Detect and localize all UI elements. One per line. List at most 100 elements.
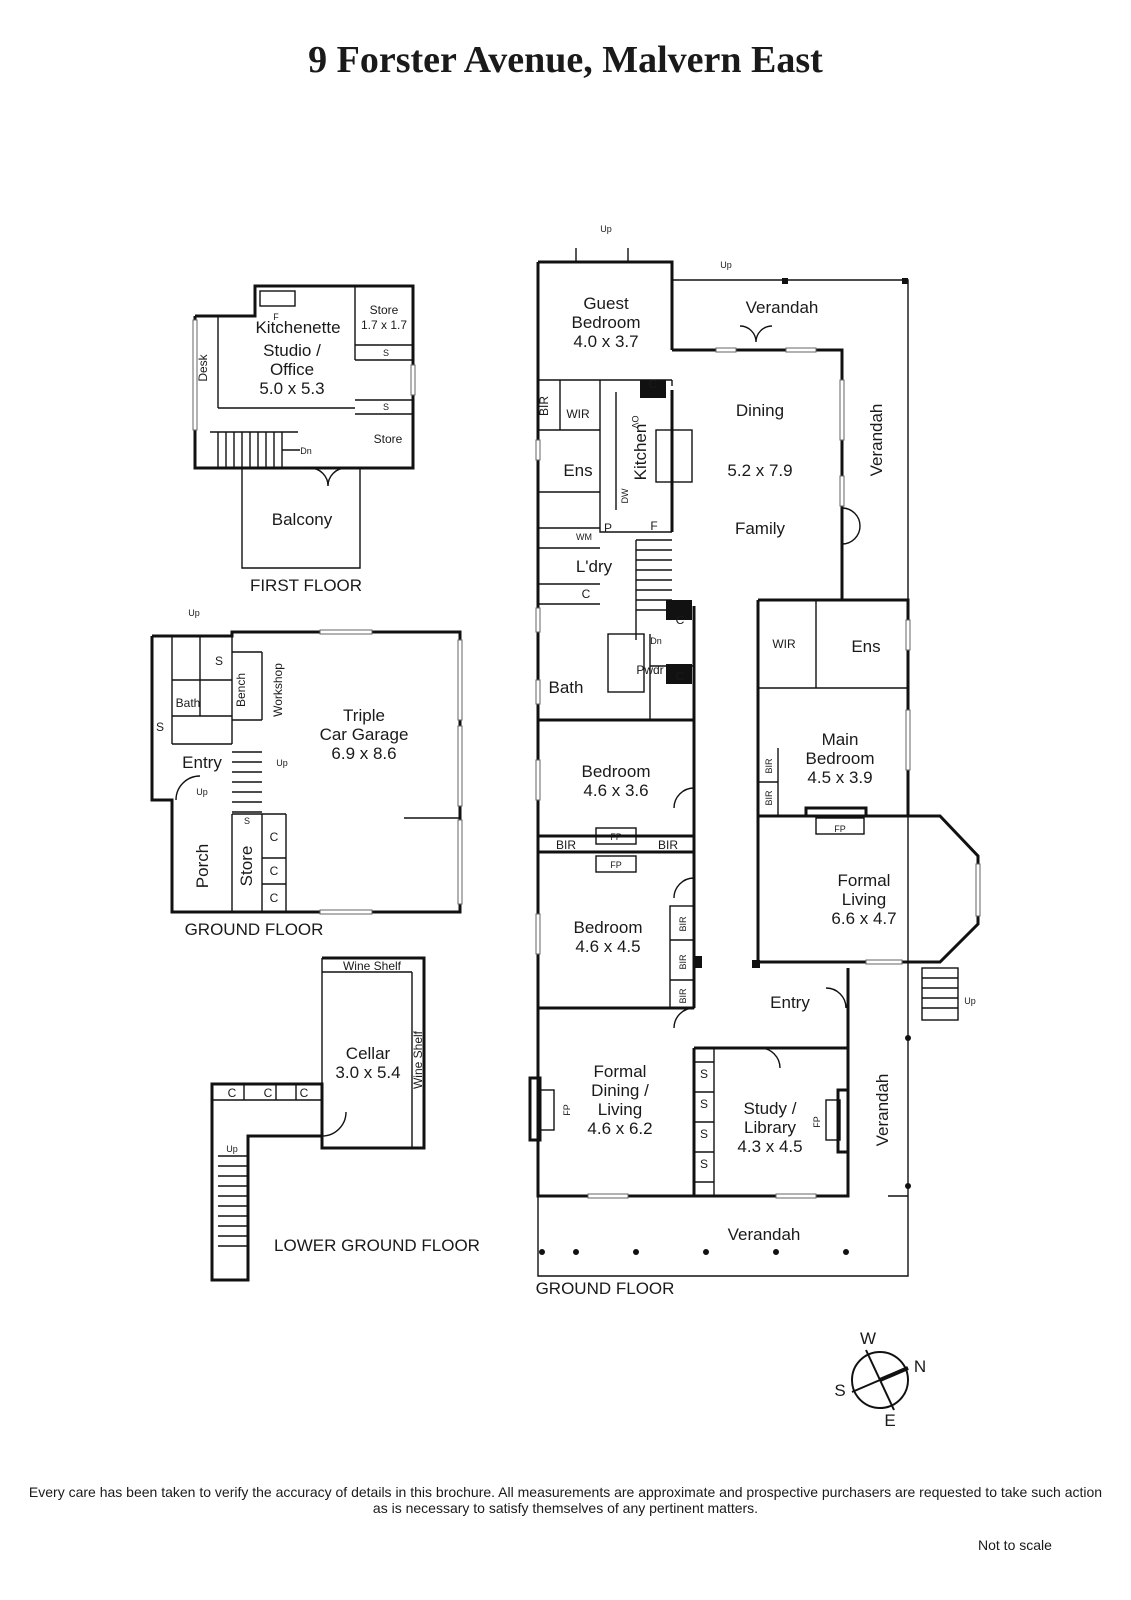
stair-down-label-main: Dn [650, 636, 662, 646]
hall-cupboard-label: C [676, 613, 685, 627]
guest-bedroom-label-2: Bedroom [572, 313, 641, 332]
verandah-up-label: Up [720, 260, 732, 270]
disclaimer: Every care has been taken to verify the … [28, 1484, 1103, 1516]
ens-label: Ens [563, 461, 592, 480]
verandah-label-3: Verandah [873, 1074, 892, 1147]
bedroom-1-size: 4.6 x 3.6 [583, 781, 648, 800]
formal-dining-label-2: Dining / [591, 1081, 649, 1100]
fireplace-label: FP [610, 832, 622, 842]
study-size: 4.3 x 4.5 [737, 1137, 802, 1156]
scale-note: Not to scale [978, 1537, 1052, 1553]
formal-living-label: Formal [838, 871, 891, 890]
kitchenette-label: Kitchenette [255, 318, 340, 337]
fireplace-label-4: FP [562, 1104, 572, 1116]
dishwasher-label: DW [620, 488, 630, 503]
shelf-label: S [383, 348, 389, 358]
garage-size: 6.9 x 8.6 [331, 744, 396, 763]
study-label-2: Library [744, 1118, 796, 1137]
verandah-label-2: Verandah [867, 404, 886, 477]
garage-up-label: Up [188, 608, 200, 618]
garage-shelf-label-3: S [244, 816, 250, 826]
bedroom-2-bir-label-3: BIR [678, 988, 688, 1004]
main-bir-label-2: BIR [764, 790, 774, 806]
cellar-cupboard-label: C [228, 1086, 237, 1100]
pwdr-label: Pwdr [636, 663, 663, 677]
study-shelf-label: S [700, 1067, 708, 1081]
bedroom-2-label: Bedroom [574, 918, 643, 937]
studio-label-2: Office [270, 360, 314, 379]
fireplace-label-3: FP [834, 824, 846, 834]
garage-shelf-label: S [215, 654, 223, 668]
cellar-up-label: Up [226, 1144, 238, 1154]
study-shelf-label-3: S [700, 1127, 708, 1141]
cellar-size: 3.0 x 5.4 [335, 1063, 400, 1082]
laundry-label: L'dry [576, 557, 613, 576]
verandah-label: Verandah [746, 298, 819, 317]
lower-floor-plan: Wine Shelf Wine Shelf Cellar 3.0 x 5.4 C… [210, 956, 480, 1282]
cellar-cupboard-label-2: C [264, 1086, 273, 1100]
shelf-label-2: S [383, 402, 389, 412]
bedroom-bir-label-2: BIR [658, 838, 678, 852]
page-title: 9 Forster Avenue, Malvern East [308, 39, 823, 81]
stair-down-label: Dn [300, 446, 312, 456]
main-up-label: Up [600, 224, 612, 234]
formal-living-size: 6.6 x 4.7 [831, 909, 896, 928]
garage-porch-up-label: Up [196, 787, 208, 797]
formal-living-label-2: Living [842, 890, 886, 909]
garage-label: Triple [343, 706, 385, 725]
studio-size: 5.0 x 5.3 [259, 379, 324, 398]
studio-label: Studio / [263, 341, 321, 360]
fireplace-label-2: FP [610, 860, 622, 870]
compass: W N S E [834, 1329, 926, 1430]
garage-label-2: Car Garage [320, 725, 409, 744]
main-ens-label: Ens [851, 637, 880, 656]
formal-dining-label: Formal [594, 1062, 647, 1081]
wir-label: WIR [566, 407, 590, 421]
garage-cupboard-label: C [270, 830, 279, 844]
garage-cupboard-label-3: C [270, 891, 279, 905]
first-floor-plan: Kitchenette Studio / Office 5.0 x 5.3 St… [192, 284, 416, 595]
dining-label: Dining [736, 401, 784, 420]
desk-label: Desk [196, 353, 210, 381]
study-label: Study / [744, 1099, 797, 1118]
store-size: 1.7 x 1.7 [361, 318, 407, 332]
bench-label: Bench [234, 673, 248, 707]
cellar-label: Cellar [346, 1044, 391, 1063]
laundry-cupboard-label: C [582, 587, 591, 601]
garage-floor-title: GROUND FLOOR [185, 920, 324, 939]
pantry-label: P [604, 521, 612, 535]
bedroom-2-bir-label: BIR [678, 916, 688, 932]
cellar-cupboard-label-3: C [300, 1086, 309, 1100]
compass-north: N [914, 1357, 926, 1376]
porch-label: Porch [193, 844, 212, 888]
oven-label: OV [630, 415, 640, 428]
main-bedroom-label-2: Bedroom [806, 749, 875, 768]
fridge-label: F [273, 312, 279, 322]
cupboard-label: C [649, 377, 658, 391]
main-floor-plan: Up Up Guest Bedroom 4.0 x 3.7 Verandah V… [528, 224, 981, 1298]
formal-dining-size: 4.6 x 6.2 [587, 1119, 652, 1138]
compass-south: S [834, 1381, 845, 1400]
verandah-label-4: Verandah [728, 1225, 801, 1244]
balcony-label: Balcony [272, 510, 333, 529]
garage-bath-label: Bath [176, 696, 201, 710]
wine-shelf-label: Wine Shelf [343, 959, 402, 973]
outside-up-label: Up [964, 996, 976, 1006]
main-bedroom-size: 4.5 x 3.9 [807, 768, 872, 787]
lower-floor-title: LOWER GROUND FLOOR [274, 1236, 480, 1255]
store-label: Store [370, 303, 399, 317]
main-floor-title: GROUND FLOOR [536, 1279, 675, 1298]
bedroom-2-size: 4.6 x 4.5 [575, 937, 640, 956]
workshop-label: Workshop [271, 663, 285, 717]
formal-dining-label-3: Living [598, 1100, 642, 1119]
guest-bedroom-size: 4.0 x 3.7 [573, 332, 638, 351]
fridge-label-main: F [650, 519, 657, 533]
kitchen-label: Kitchen [631, 424, 650, 481]
compass-east: E [884, 1411, 895, 1430]
garage-cupboard-label-2: C [270, 864, 279, 878]
garage-shelf-label-2: S [156, 720, 164, 734]
bir-label: BIR [537, 396, 551, 416]
bedroom-bir-label: BIR [556, 838, 576, 852]
family-label: Family [735, 519, 786, 538]
